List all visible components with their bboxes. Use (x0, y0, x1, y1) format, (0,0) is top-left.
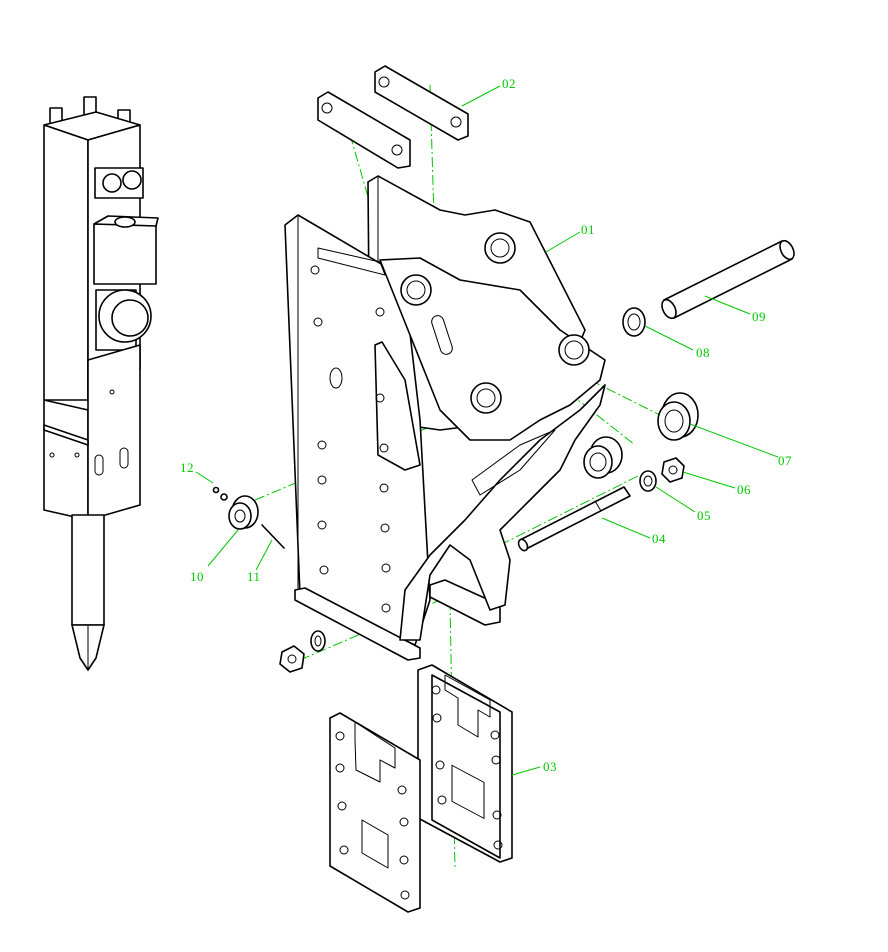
cotter-pin-11 (261, 524, 285, 549)
callout-leaders (195, 85, 779, 776)
pin-09 (661, 239, 795, 320)
callout-labels: 01 02 03 04 05 06 07 08 09 10 11 12 (180, 76, 792, 774)
callout-09: 09 (752, 309, 766, 324)
callout-05: 05 (697, 508, 711, 523)
callout-10: 10 (190, 569, 204, 584)
washer-10 (228, 495, 259, 530)
adapter-plates-03 (329, 664, 513, 913)
washer-05 (639, 470, 657, 492)
callout-04: 04 (652, 531, 666, 546)
callout-08: 08 (696, 345, 710, 360)
top-link-plates (317, 65, 469, 169)
callout-11: 11 (247, 569, 261, 584)
hydraulic-breaker (43, 96, 159, 671)
nut-06 (661, 457, 685, 483)
lower-nut (279, 630, 326, 673)
washer-08 (622, 307, 646, 337)
callout-06: 06 (737, 482, 751, 497)
main-frame-01 (284, 214, 606, 661)
callout-01: 01 (581, 222, 595, 237)
bolt-04 (517, 486, 631, 552)
callout-03: 03 (543, 759, 557, 774)
bushing-middle (583, 436, 623, 479)
bushing-07 (657, 392, 699, 441)
grease-nipple-12 (212, 486, 228, 501)
callout-07: 07 (778, 453, 792, 468)
callout-02: 02 (502, 76, 516, 91)
callout-12: 12 (180, 460, 194, 475)
